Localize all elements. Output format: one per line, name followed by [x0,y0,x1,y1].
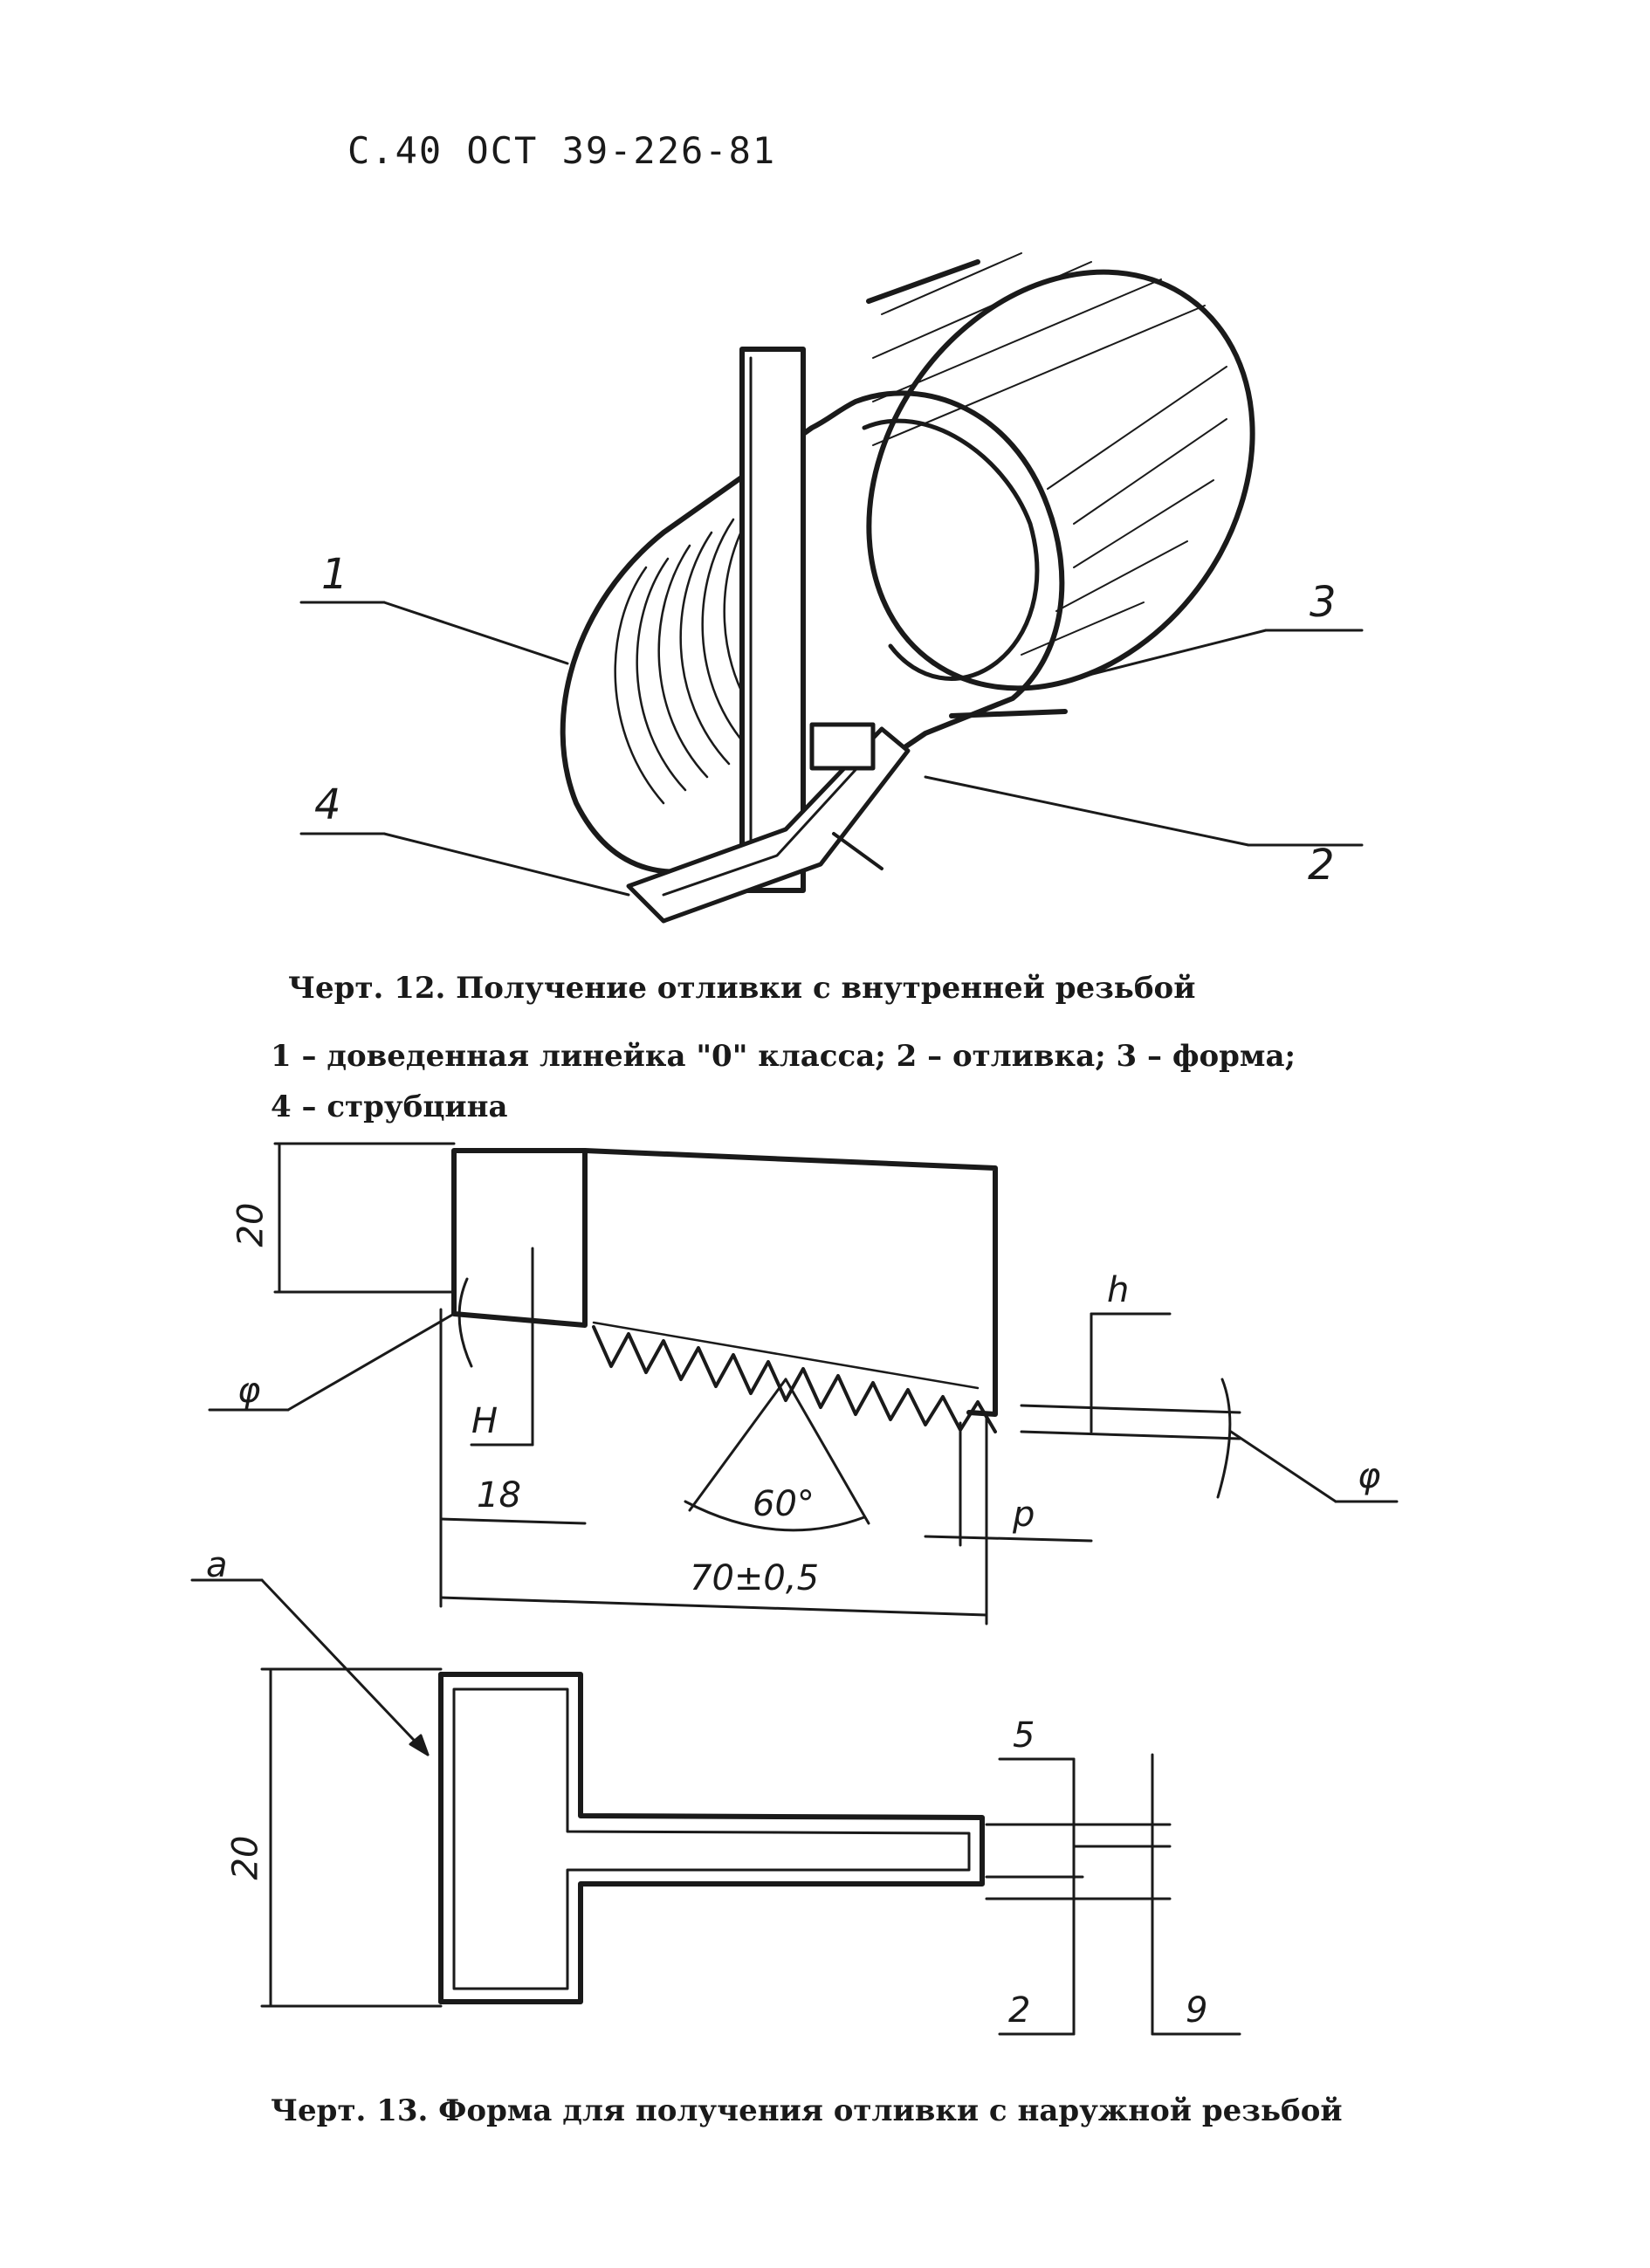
thread-gauge-outline [451,1148,998,1417]
label-2: 2 [1308,841,1335,890]
angle-60-lines [684,1378,870,1532]
figure-13-bottom-dimensions [260,1667,1241,2036]
phi-leaders [208,1312,1399,1503]
dim-5: 5 [1013,1715,1035,1756]
label-1: 1 [321,550,348,599]
label-4: 4 [314,780,341,829]
dim-9: 9 [1186,1990,1208,2031]
figure-12-legend-line-2: 4 – струбцина [271,1089,508,1124]
document-header: С.40 ОСТ 39-226-81 [347,129,777,172]
clamp [626,722,911,924]
figure-12-legend-line-1: 1 – доведенная линейка "0" класса; 2 – о… [271,1039,1296,1074]
dim-phi-left: φ [237,1371,261,1411]
figure-12-caption: Черт. 12. Получение отливки с внутренней… [288,971,1196,1006]
dim-a: a [206,1545,228,1585]
figure-13-caption: Черт. 13. Форма для получения отливки с … [271,2093,1343,2128]
dim-p: p [1013,1495,1035,1535]
figure-13-top-dimensions [273,1142,1241,1625]
dim-2: 2 [1008,1990,1031,2031]
cylinder-hatching [872,252,1227,656]
ruler [739,347,806,893]
dim-phi-right: φ [1358,1456,1381,1496]
mold-form-outline [438,1672,985,2004]
dim-angle-60: 60° [753,1484,815,1524]
dim-h: h [1107,1270,1130,1310]
dim-70: 70±0,5 [690,1558,820,1598]
label-3: 3 [1310,578,1337,627]
dim-H: H [471,1401,498,1441]
dim-18: 18 [477,1475,521,1515]
leader-a [190,1578,430,1756]
figure-12-leaders [299,601,1364,897]
dim-height-20-bottom: 20 [225,1835,266,1880]
thread-teeth [592,1321,997,1433]
